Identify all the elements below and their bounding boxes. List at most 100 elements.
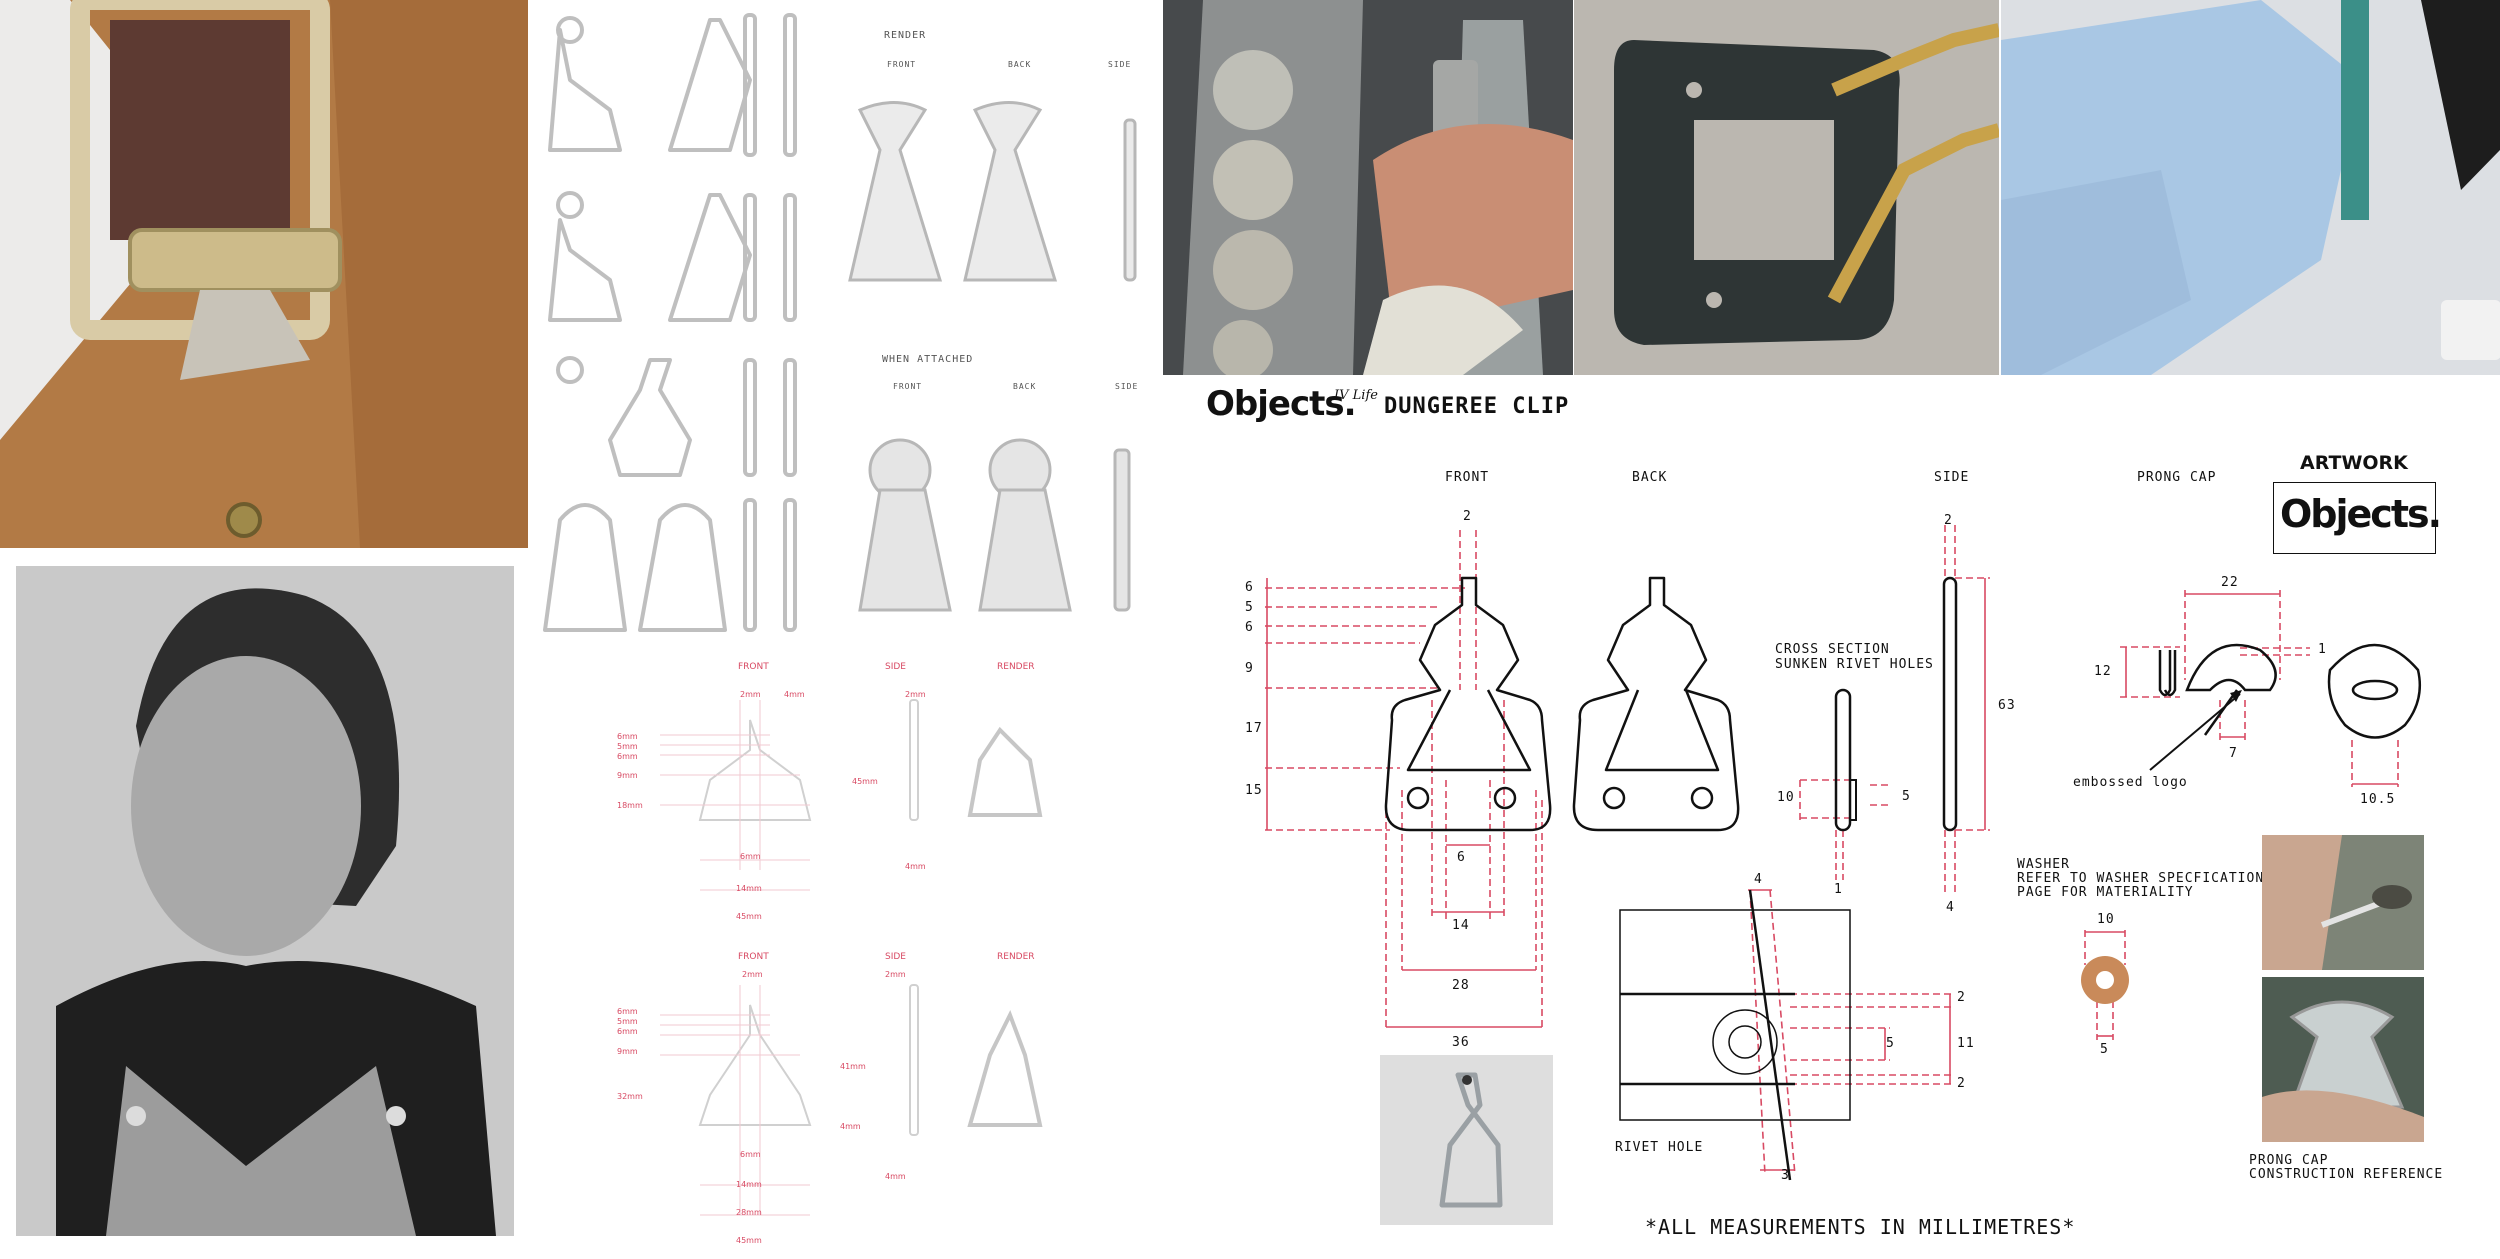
sketch2-header-side: SIDE (885, 952, 906, 962)
photo-strap-clip (0, 0, 528, 548)
header-back: BACK (1632, 470, 1668, 485)
sketch2-dim-l2: 5mm (617, 1017, 638, 1026)
sketch1-header-render: RENDER (997, 662, 1035, 672)
render-view-back: BACK (1008, 60, 1032, 69)
rivet-hole-label: RIVET HOLE (1615, 1140, 1704, 1155)
washer-dim-5: 5 (2100, 1042, 2109, 1057)
prong-dim-1: 1 (2318, 642, 2327, 657)
sketch1-dim-b1: 6mm (740, 852, 761, 861)
front-dim-9: 9 (1245, 661, 1254, 676)
sketch2-side-bottom: 4mm (885, 1172, 906, 1181)
sketch2-header-front: FRONT (738, 952, 769, 962)
front-dim-6b: 6 (1245, 620, 1254, 635)
sketch2-dim-l3: 6mm (617, 1027, 638, 1036)
side-dim-63: 63 (1998, 698, 2016, 713)
prong-dim-22: 22 (2221, 575, 2239, 590)
front-dim-5: 5 (1245, 600, 1254, 615)
photo-reference-2 (2262, 977, 2424, 1142)
attached-view-back: BACK (1013, 382, 1037, 391)
header-prong-cap: PRONG CAP (2137, 470, 2217, 485)
front-dim-17: 17 (1245, 721, 1263, 736)
brand-logo-suffix: IV Life (1334, 388, 1378, 403)
brand-logo: Objects. (1206, 384, 1357, 424)
render-front-back-side (840, 101, 1160, 310)
sketch2-dim-b3: 28mm (736, 1208, 762, 1217)
sketch2-dim-right: 41mm (840, 1062, 866, 1071)
prong-dim-7: 7 (2229, 746, 2238, 761)
render-view-front: FRONT (887, 60, 917, 69)
sketch1-dim-l2: 5mm (617, 742, 638, 751)
page-title: DUNGEREE CLIP (1384, 394, 1570, 419)
front-dim-6a: 6 (1245, 580, 1254, 595)
sketch1-side-bottom: 4mm (905, 862, 926, 871)
sketch1-header-side: SIDE (885, 662, 906, 672)
side-dim-4: 4 (1946, 900, 1955, 915)
photo-reference-1 (2262, 835, 2424, 970)
photo-mould (1163, 0, 1573, 375)
front-dim-b6: 6 (1457, 850, 1466, 865)
sketch1-dim-l1: 6mm (617, 732, 638, 741)
render-attached (850, 438, 1150, 620)
sketch2-side-top: 2mm (885, 970, 906, 979)
prong-dim-10-5: 10.5 (2360, 792, 2396, 807)
sketch1-header-front: FRONT (738, 662, 769, 672)
artwork-logo: Objects. (2280, 492, 2442, 536)
photo-shirt-workshop (2001, 0, 2500, 375)
sketch1-dim-l3: 6mm (617, 752, 638, 761)
embossed-logo-label: embossed logo (2073, 775, 2188, 790)
washer-title: WASHER (2017, 857, 2070, 872)
rivet-dim-2a: 2 (1957, 990, 1966, 1005)
rivet-dim-4: 4 (1754, 872, 1763, 887)
rivet-dim-2b: 2 (1957, 1076, 1966, 1091)
prong-reference-title: PRONG CAP (2249, 1153, 2329, 1168)
rivet-dim-5: 5 (1886, 1036, 1895, 1051)
artwork-box: Objects. (2273, 482, 2442, 554)
rivet-dim-3: 3 (1781, 1168, 1790, 1183)
attached-title: WHEN ATTACHED (882, 354, 974, 365)
sketch1-dim-right: 45mm (852, 777, 878, 786)
prong-reference-subtitle: CONSTRUCTION REFERENCE (2249, 1167, 2444, 1182)
footer-note: *ALL MEASUREMENTS IN MILLIMETRES* (1645, 1215, 2076, 1239)
render-title: RENDER (884, 30, 927, 41)
photo-clip-sample (1380, 1055, 1553, 1225)
washer-dim-10: 10 (2097, 912, 2115, 927)
front-dim-b28: 28 (1452, 978, 1470, 993)
sketch2-dim-b4: 45mm (736, 1236, 762, 1245)
cross-section-title: CROSS SECTION (1775, 642, 1890, 657)
sketch1-dim-top2: 4mm (784, 690, 805, 699)
sketch2-dim-top: 2mm (742, 970, 763, 979)
sketch1-dim-l5: 18mm (617, 801, 643, 810)
sketch2-dim-l4: 9mm (617, 1047, 638, 1056)
front-dim-b36: 36 (1452, 1035, 1470, 1050)
attached-view-front: FRONT (893, 382, 923, 391)
front-top-dim: 2 (1463, 509, 1472, 524)
sketch2-dim-b1: 6mm (740, 1150, 761, 1159)
sketch1-dim-l4: 9mm (617, 771, 638, 780)
side-dim-2: 2 (1944, 513, 1953, 528)
header-side: SIDE (1934, 470, 1970, 485)
washer-line2: REFER TO WASHER SPECFICATIONS (2017, 871, 2273, 886)
sketch2-dim-l1: 6mm (617, 1007, 638, 1016)
render-grid-svg (543, 13, 797, 632)
sketch2-dim-l5: 32mm (617, 1092, 643, 1101)
header-artwork: ARTWORK (2300, 452, 2408, 474)
render-view-side: SIDE (1108, 60, 1132, 69)
cross-dim-5: 5 (1902, 789, 1911, 804)
front-dim-15: 15 (1245, 783, 1263, 798)
photo-marble-part (1574, 0, 1999, 375)
cross-section-subtitle: SUNKEN RIVET HOLES (1775, 657, 1934, 672)
rivet-dim-11: 11 (1957, 1036, 1975, 1051)
sketch1-dim-b2: 14mm (736, 884, 762, 893)
prong-dim-12: 12 (2094, 664, 2112, 679)
render-grid (530, 0, 1160, 650)
attached-view-side: SIDE (1115, 382, 1139, 391)
sketch2-header-render: RENDER (997, 952, 1035, 962)
sketch1-side-top: 2mm (905, 690, 926, 699)
photo-portrait (16, 566, 514, 1236)
sketch2-dim-right2: 4mm (840, 1122, 861, 1131)
sketch1-drawing (620, 690, 1060, 930)
sketch2-drawing (620, 975, 1060, 1245)
sketch1-dim-b3: 45mm (736, 912, 762, 921)
washer-line3: PAGE FOR MATERIALITY (2017, 885, 2194, 900)
